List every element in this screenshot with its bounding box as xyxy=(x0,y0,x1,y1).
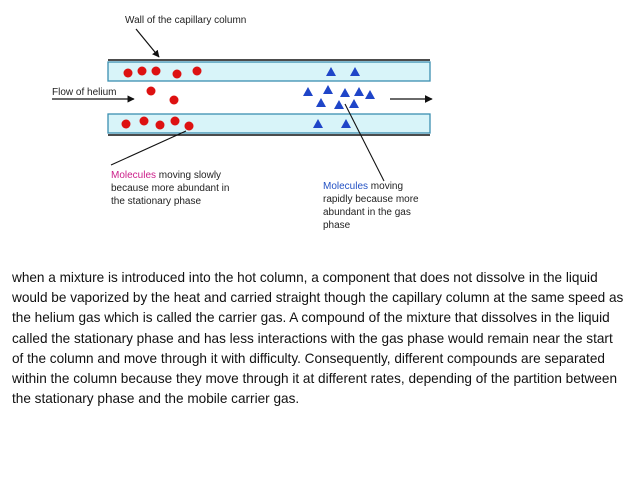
fast-molecule-icon xyxy=(354,87,364,96)
capillary-column-diagram: Wall of the capillary column Flow of hel… xyxy=(52,15,433,231)
slow-molecule-icon xyxy=(172,69,182,79)
fast-molecule-icon xyxy=(349,99,359,108)
fast-caption-highlight: Molecules xyxy=(323,181,368,192)
slow-caption-rest: moving slowly xyxy=(156,170,221,181)
fast-molecule-icon xyxy=(313,119,323,128)
explanation-paragraph: when a mixture is introduced into the ho… xyxy=(12,270,624,407)
fast-molecule-icon xyxy=(303,87,313,96)
fast-caption-line: abundant in the gas xyxy=(323,207,411,218)
fast-caption-line: rapidly because more xyxy=(323,194,419,205)
slow-molecule-icon xyxy=(123,68,133,78)
fast-caption-line: Molecules moving xyxy=(323,181,403,192)
slow-caption-highlight: Molecules xyxy=(111,170,156,181)
flow-label: Flow of helium xyxy=(52,87,116,98)
slow-molecule-icon xyxy=(139,116,149,126)
slow-caption-line: the stationary phase xyxy=(111,196,201,207)
slow-molecule-icon xyxy=(146,86,156,96)
slow-molecule-icon xyxy=(192,66,202,76)
fast-molecule-icon xyxy=(340,88,350,97)
fast-molecule-icon xyxy=(334,100,344,109)
slow-molecule-icon xyxy=(151,66,161,76)
fast-caption-line: phase xyxy=(323,220,351,231)
top-stationary-phase xyxy=(107,61,431,82)
slow-caption-pointer xyxy=(110,130,187,166)
slow-molecule-icon xyxy=(137,66,147,76)
slow-molecules xyxy=(121,66,202,131)
fast-caption-pointer xyxy=(344,103,385,182)
slow-molecule-icon xyxy=(169,95,179,105)
wall-label: Wall of the capillary column xyxy=(125,15,246,26)
fast-caption-rest: moving xyxy=(368,181,403,192)
fast-molecules xyxy=(303,67,375,128)
slow-molecule-icon xyxy=(170,116,180,126)
fast-molecule-icon xyxy=(323,85,333,94)
wall-pointer-arrow xyxy=(135,28,160,58)
slow-caption-line: Molecules moving slowly xyxy=(111,170,221,181)
slow-caption-line: because more abundant in xyxy=(111,183,229,194)
fast-molecule-icon xyxy=(341,119,351,128)
slow-molecule-icon xyxy=(121,119,131,129)
slow-molecule-icon xyxy=(184,121,194,131)
fast-molecule-icon xyxy=(365,90,375,99)
fast-molecule-icon xyxy=(316,98,326,107)
slow-molecule-icon xyxy=(155,120,165,130)
fast-molecule-icon xyxy=(326,67,336,76)
fast-molecule-icon xyxy=(350,67,360,76)
